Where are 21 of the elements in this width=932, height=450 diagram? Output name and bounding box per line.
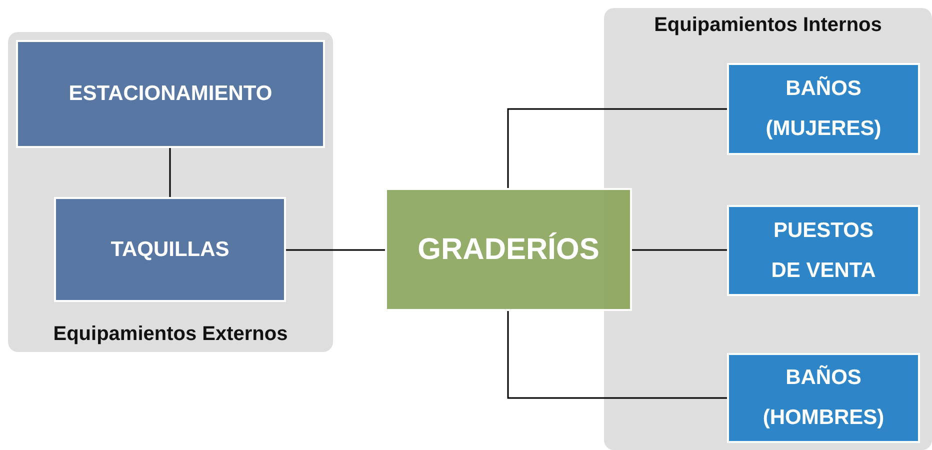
group-panel bbox=[8, 32, 333, 352]
box-label: BAÑOS (MUJERES) bbox=[764, 75, 882, 142]
box-label: GRADERÍOS bbox=[418, 231, 600, 268]
box-label: TAQUILLAS bbox=[110, 236, 230, 263]
connector-line bbox=[286, 249, 385, 251]
process-box bbox=[727, 63, 920, 155]
connector-line bbox=[169, 148, 171, 197]
connector-line bbox=[507, 108, 727, 188]
group-panel bbox=[604, 8, 932, 450]
process-box bbox=[54, 197, 286, 302]
box-label: ESTACIONAMIENTO bbox=[68, 81, 272, 108]
process-box bbox=[385, 188, 632, 311]
process-box bbox=[727, 205, 920, 296]
box-label: BAÑOS (HOMBRES) bbox=[762, 364, 886, 431]
connector-line bbox=[507, 311, 727, 399]
process-box bbox=[16, 40, 325, 148]
connector-line bbox=[632, 249, 727, 251]
box-label: PUESTOS DE VENTA bbox=[770, 218, 877, 284]
group-heading: Equipamientos Internos bbox=[653, 14, 883, 37]
group-heading: Equipamientos Externos bbox=[52, 323, 289, 346]
process-box bbox=[727, 353, 920, 443]
